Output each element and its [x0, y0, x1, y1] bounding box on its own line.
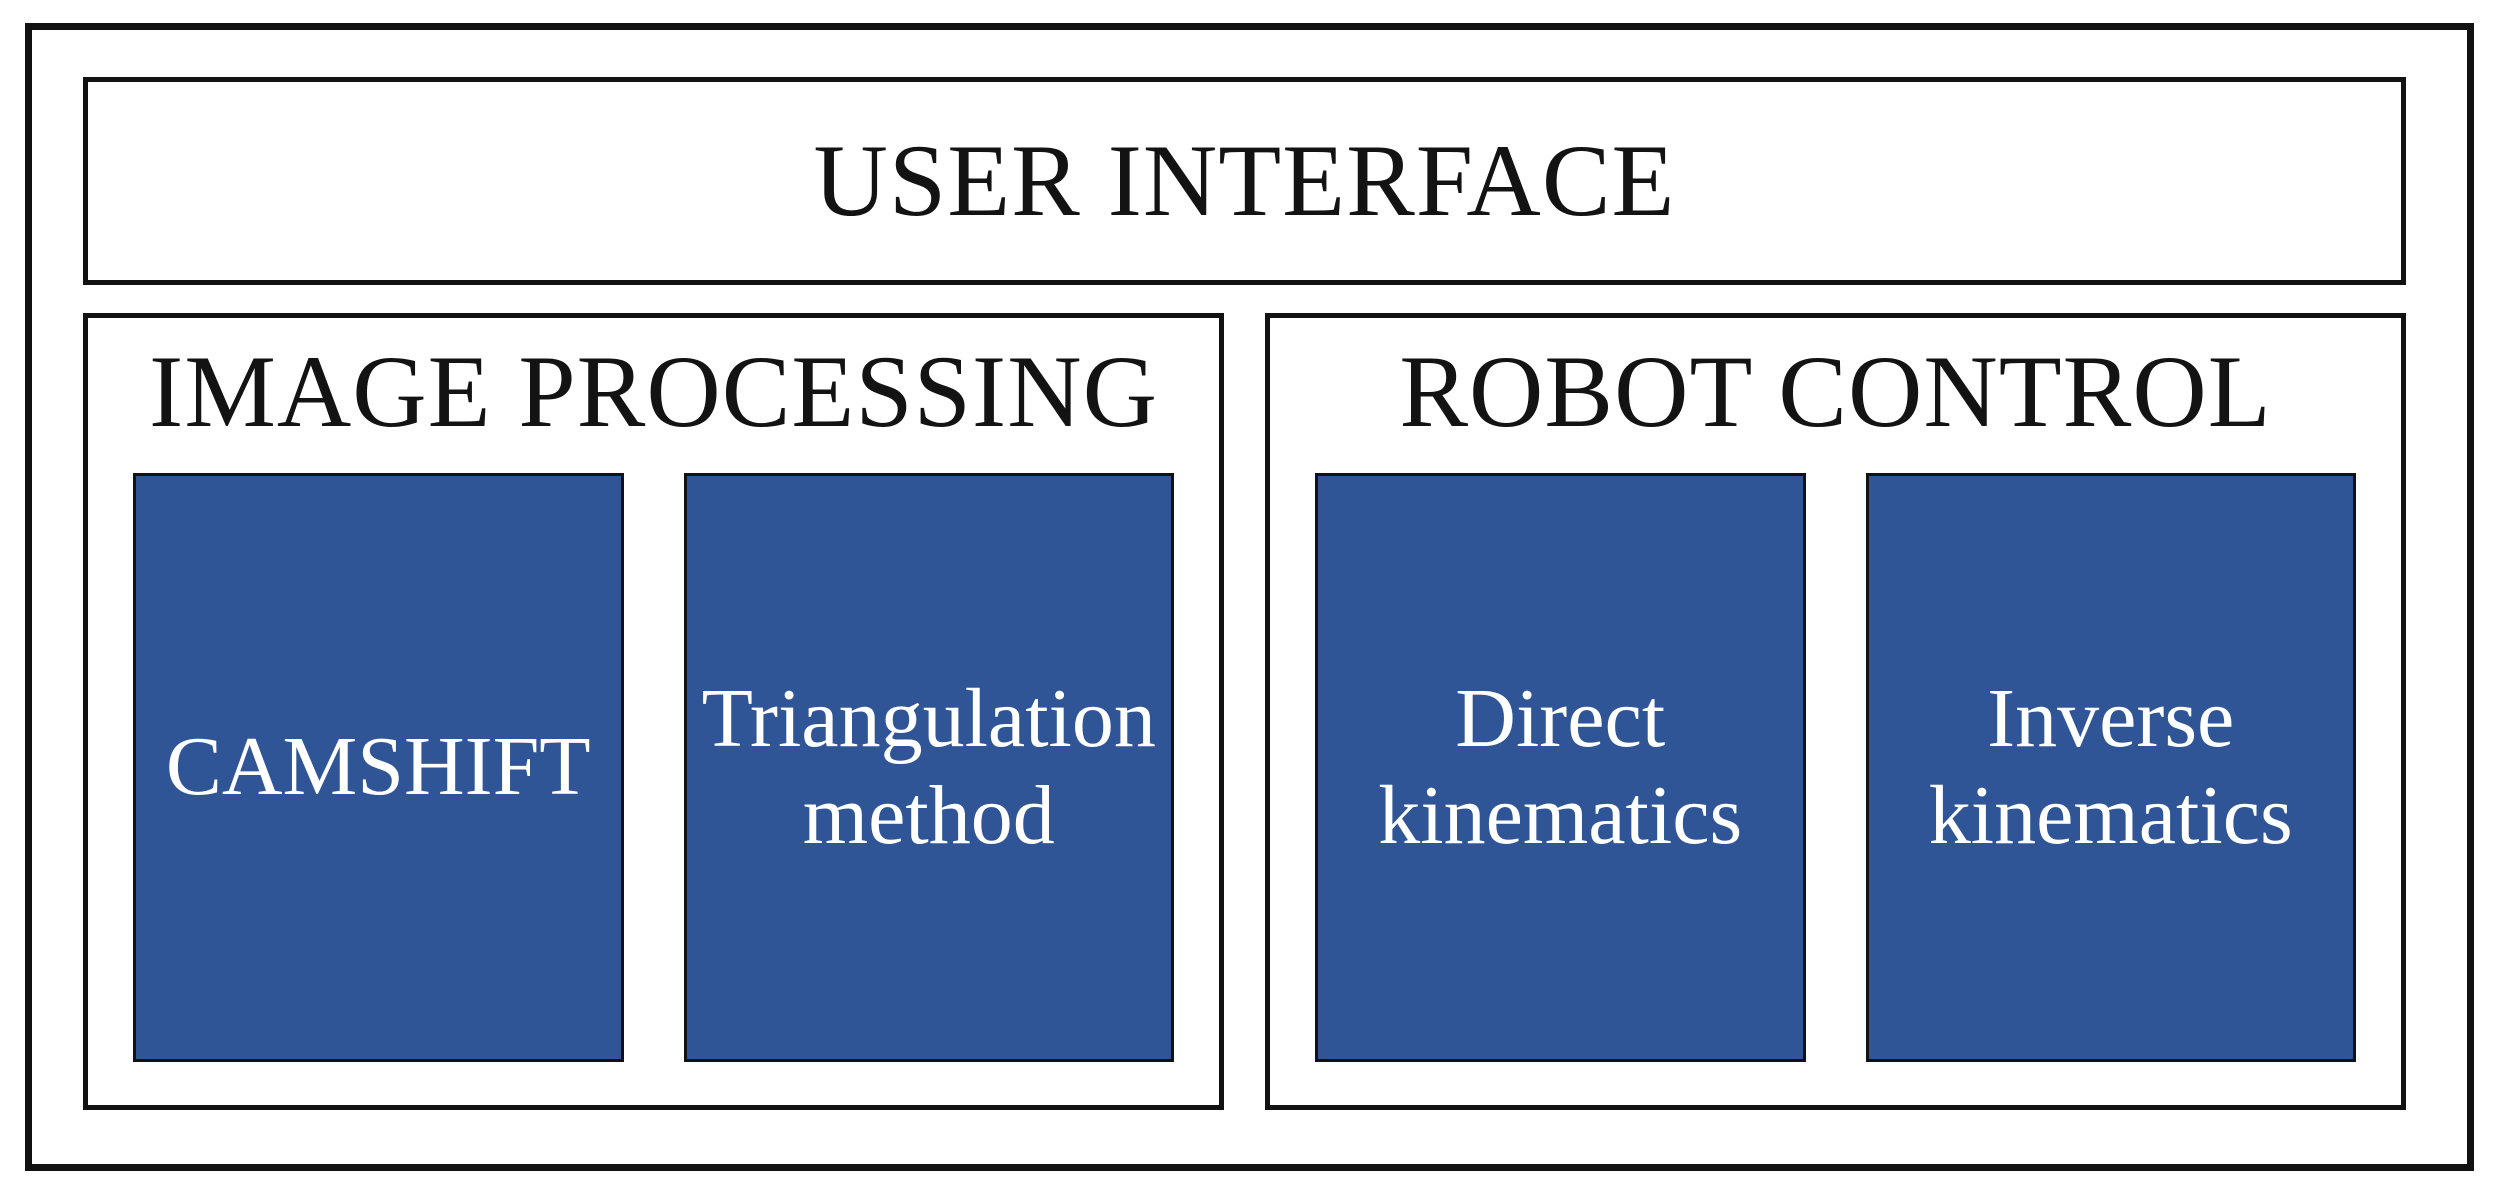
section-title-image-processing: IMAGE PROCESSING: [149, 335, 1158, 449]
module-direct-kinematics: Direct kinematics: [1315, 473, 1806, 1062]
module-inverse-kinematics-label: Inverse kinematics: [1928, 671, 2293, 862]
module-camshift-label: CAMSHIFT: [165, 720, 591, 814]
modules-row-robot-control: Direct kinematics Inverse kinematics: [1315, 473, 2356, 1062]
user-interface-label: USER INTERFACE: [813, 124, 1676, 238]
module-triangulation-method: Triangulation method: [683, 473, 1174, 1062]
module-camshift: CAMSHIFT: [133, 473, 624, 1062]
user-interface-box: USER INTERFACE: [83, 77, 2406, 285]
system-boundary-box: USER INTERFACE IMAGE PROCESSING CAMSHIFT…: [25, 23, 2474, 1171]
section-image-processing: IMAGE PROCESSING CAMSHIFT Triangulation …: [83, 313, 1224, 1110]
module-direct-kinematics-label: Direct kinematics: [1378, 671, 1743, 862]
module-triangulation-method-label: Triangulation method: [701, 671, 1156, 862]
section-title-robot-control: ROBOT CONTROL: [1399, 335, 2272, 449]
module-inverse-kinematics: Inverse kinematics: [1865, 473, 2356, 1062]
modules-row-image-processing: CAMSHIFT Triangulation method: [133, 473, 1174, 1062]
section-robot-control: ROBOT CONTROL Direct kinematics Inverse …: [1265, 313, 2406, 1110]
